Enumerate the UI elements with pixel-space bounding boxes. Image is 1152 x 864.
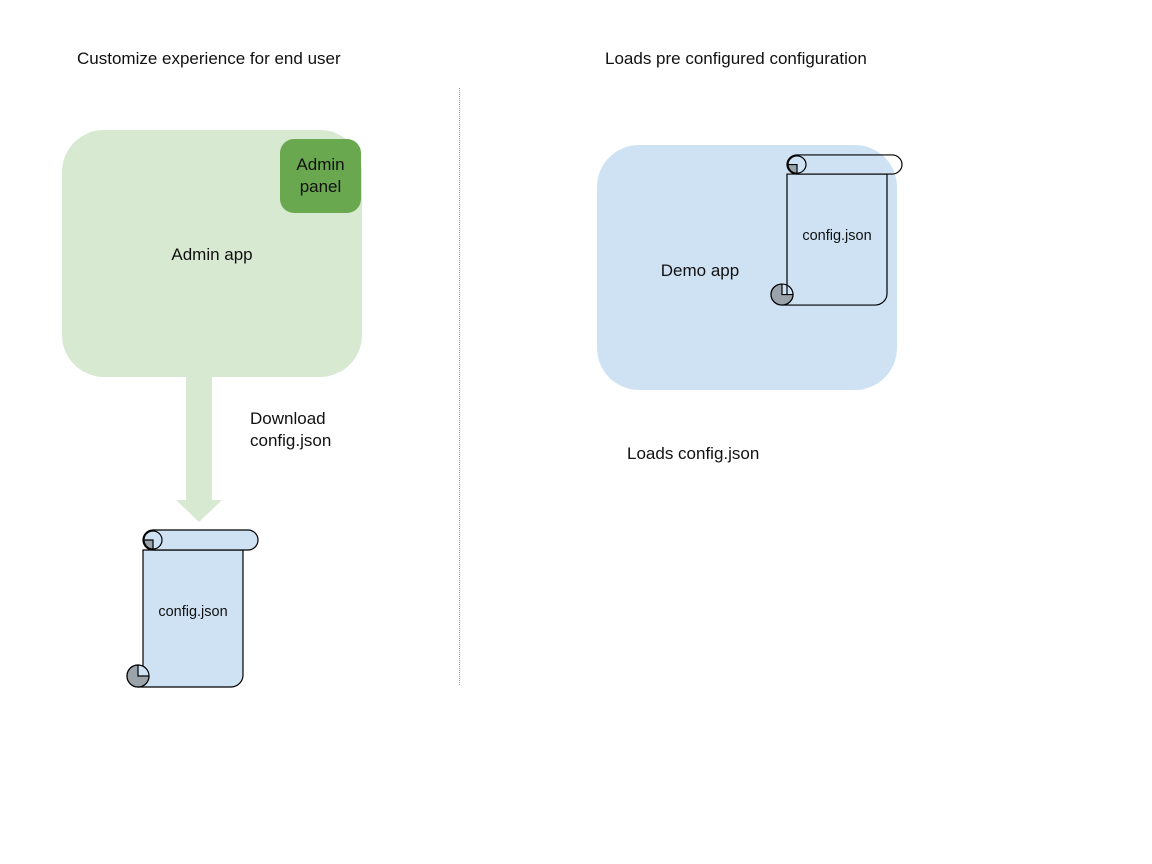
demo-app-box [597,145,897,390]
admin-app-label: Admin app [171,245,253,264]
scroll-bottom-curl-wedge [770,283,794,306]
demo-app-label: Demo app [660,261,740,280]
config-json-label-left: config.json [158,604,228,620]
download-arrow [176,377,222,522]
scroll-bottom-curl-wedge [126,664,150,688]
download-caption: Download config.json [250,409,332,450]
admin-panel-label: Admin panel [296,155,345,196]
scroll-top-spiral-wedge [143,539,154,550]
config-json-scroll-left [126,529,259,688]
admin-panel-badge: Admin panel [280,139,361,213]
down-arrow-icon [176,377,222,522]
section-divider [459,88,460,685]
loads-config-caption: Loads config.json [627,444,760,463]
scroll-top-roll [142,529,259,551]
config-json-label-right: config.json [802,228,872,244]
scroll-top-spiral-wedge [787,163,798,174]
scroll-top-roll [786,154,903,175]
right-section-title: Loads pre configured configuration [605,49,867,68]
left-section-title: Customize experience for end user [77,49,341,68]
config-json-scroll-right [770,154,903,306]
